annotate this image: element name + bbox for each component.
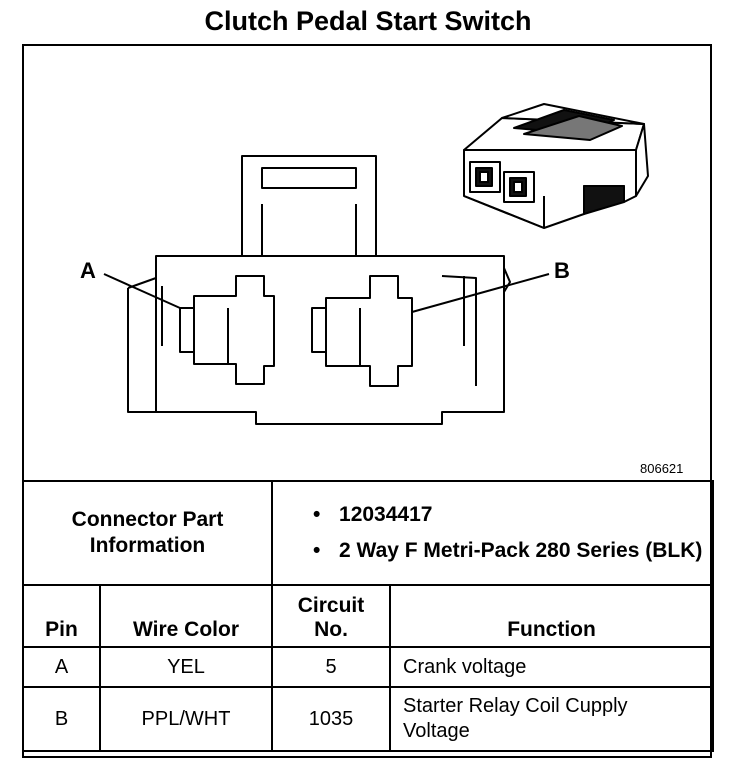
pin-label-b: B (554, 258, 570, 283)
function-cell: Crank voltage (389, 646, 715, 688)
connector-part-number: 12034417 (313, 502, 712, 528)
header-circuit-no: Circuit No. (271, 584, 392, 648)
connector-3d-illustration (463, 103, 649, 229)
leader-line-a (103, 273, 181, 309)
pin-cell: A (22, 646, 101, 688)
header-pin: Pin (22, 584, 101, 648)
table-row: B PPL/WHT 1035 Starter Relay Coil Cupply… (22, 686, 715, 752)
header-wire-color: Wire Color (98, 584, 274, 648)
pin-cell: B (22, 686, 101, 752)
connector-part-values: 12034417 2 Way F Metri-Pack 280 Series (… (271, 480, 715, 586)
connector-part-row: Connector Part Information 12034417 2 Wa… (21, 480, 715, 586)
connector-face (127, 155, 511, 425)
table-row: A YEL 5 Crank voltage (22, 646, 715, 688)
circuit-cell: 1035 (271, 686, 392, 752)
leader-line-b (411, 273, 550, 313)
terminal-cavity-a (179, 275, 275, 385)
figure-id: 806621 (640, 461, 684, 476)
connector-diagram: A B (80, 103, 649, 425)
wire-color-cell: YEL (98, 646, 274, 688)
terminal-cavity-b (311, 275, 413, 387)
wire-color-cell: PPL/WHT (98, 686, 274, 752)
page-title: Clutch Pedal Start Switch (204, 6, 532, 36)
pin-label-a: A (80, 258, 96, 283)
connector-part-label: Connector Part Information (21, 480, 274, 586)
circuit-cell: 5 (271, 646, 392, 688)
pin-table-header: Pin Wire Color Circuit No. Function (22, 584, 715, 648)
header-function: Function (389, 584, 715, 648)
connector-part-type: 2 Way F Metri-Pack 280 Series (BLK) (313, 538, 712, 564)
connector-info-table: Connector Part Information 12034417 2 Wa… (21, 480, 715, 752)
function-cell: Starter Relay Coil Cupply Voltage (389, 686, 715, 752)
diagram-frame (22, 44, 712, 758)
